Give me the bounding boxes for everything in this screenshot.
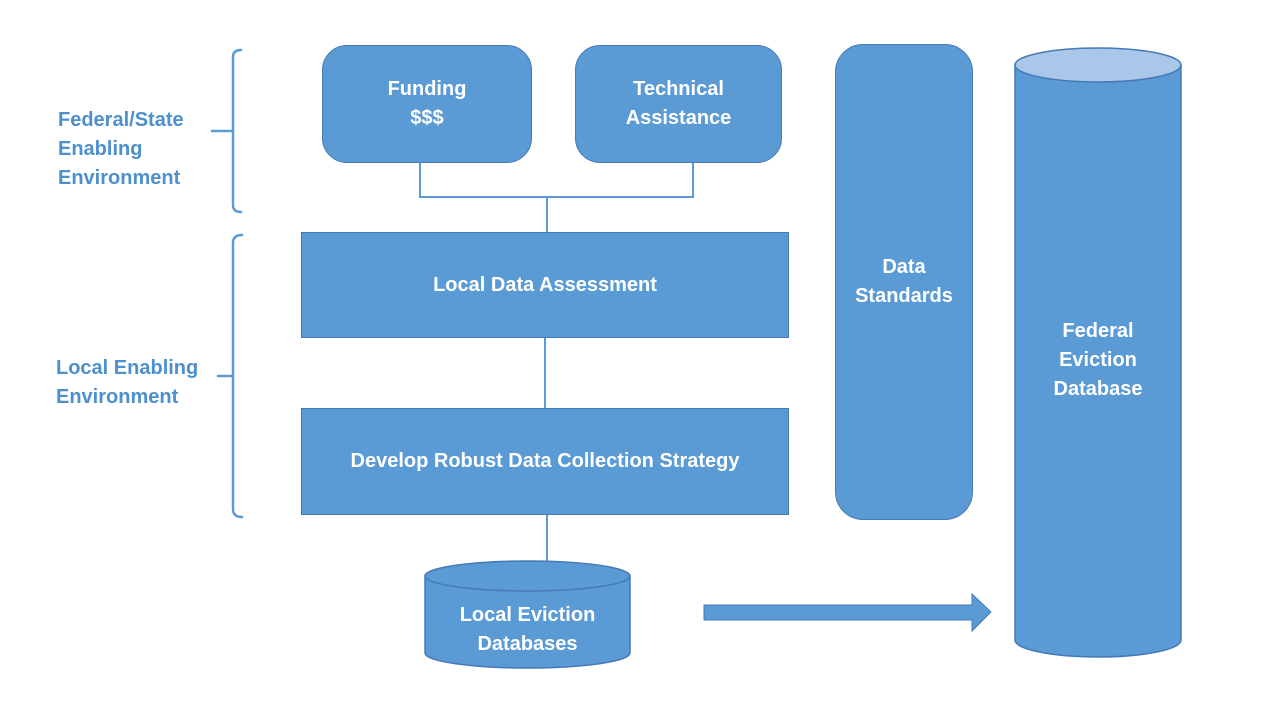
federal-db-cylinder-top <box>1014 47 1182 83</box>
connector-funding-ta-to-assessment <box>419 163 694 233</box>
flow-arrow-local-to-federal <box>703 592 992 633</box>
data-standards-box: Data Standards <box>835 44 973 520</box>
local-env-brace <box>216 233 244 519</box>
technical-assistance-box: Technical Assistance <box>575 45 782 163</box>
federal-db-cylinder-body <box>1014 64 1182 658</box>
local-db-cylinder-body <box>424 575 631 669</box>
federal-state-brace <box>210 48 243 214</box>
federal-state-env-label: Federal/State Enabling Environment <box>58 109 184 189</box>
federal-eviction-database-label: Federal Eviction Database <box>1053 320 1143 400</box>
local-data-assessment-box: Local Data Assessment <box>301 232 789 338</box>
develop-strategy-box: Develop Robust Data Collection Strategy <box>301 408 789 515</box>
local-db-cylinder-top <box>424 560 631 592</box>
local-eviction-databases-label: Local Eviction Databases <box>459 604 596 655</box>
local-env-label: Local Enabling Environment <box>56 357 199 408</box>
funding-box: Funding $$$ <box>322 45 532 163</box>
